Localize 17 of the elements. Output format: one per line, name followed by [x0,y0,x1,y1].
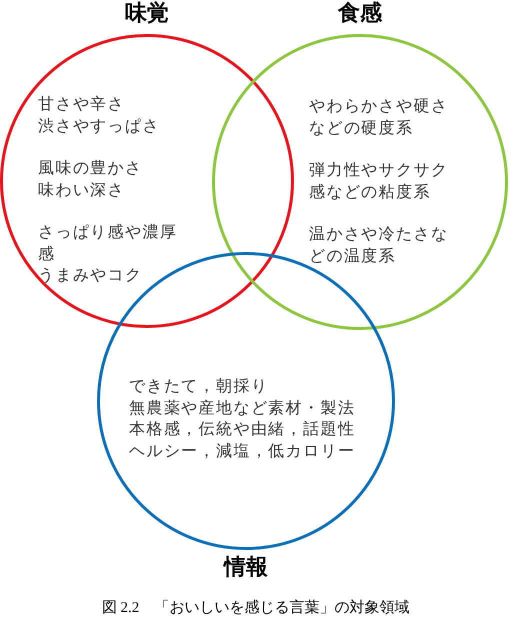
item-text: 無農薬や産地など素材・製法 [129,398,356,418]
item-text: 弾力性やサクサク感などの粘度系 [309,160,450,202]
item-text: 風味の豊かさ [38,158,142,179]
item-text: さっぱり感や濃厚感 [38,222,178,264]
item-text: 渋さやすっぱさ [38,116,160,136]
item-text: 味わい深さ [38,180,125,200]
item-text: 本格感，伝統や由緒，話題性 [129,420,356,440]
item-text: ヘルシー，減塩，低カロリー [129,442,356,462]
category-heading: 味覚 [125,0,169,28]
item-text: 甘さや辛さ [38,94,125,115]
category-heading: 食感 [338,0,382,28]
item-text: 温かさや冷たさなどの温度系 [309,225,450,266]
caption: 図 2.2 「おいしいを感じる言葉」の対象領域 [102,598,410,618]
item-text: できたて，朝採り [129,376,268,397]
item-text: やわらかさや硬さなどの硬度系 [309,97,450,138]
item-text: うまみやコク [38,266,142,286]
category-heading: 情報 [224,554,268,582]
